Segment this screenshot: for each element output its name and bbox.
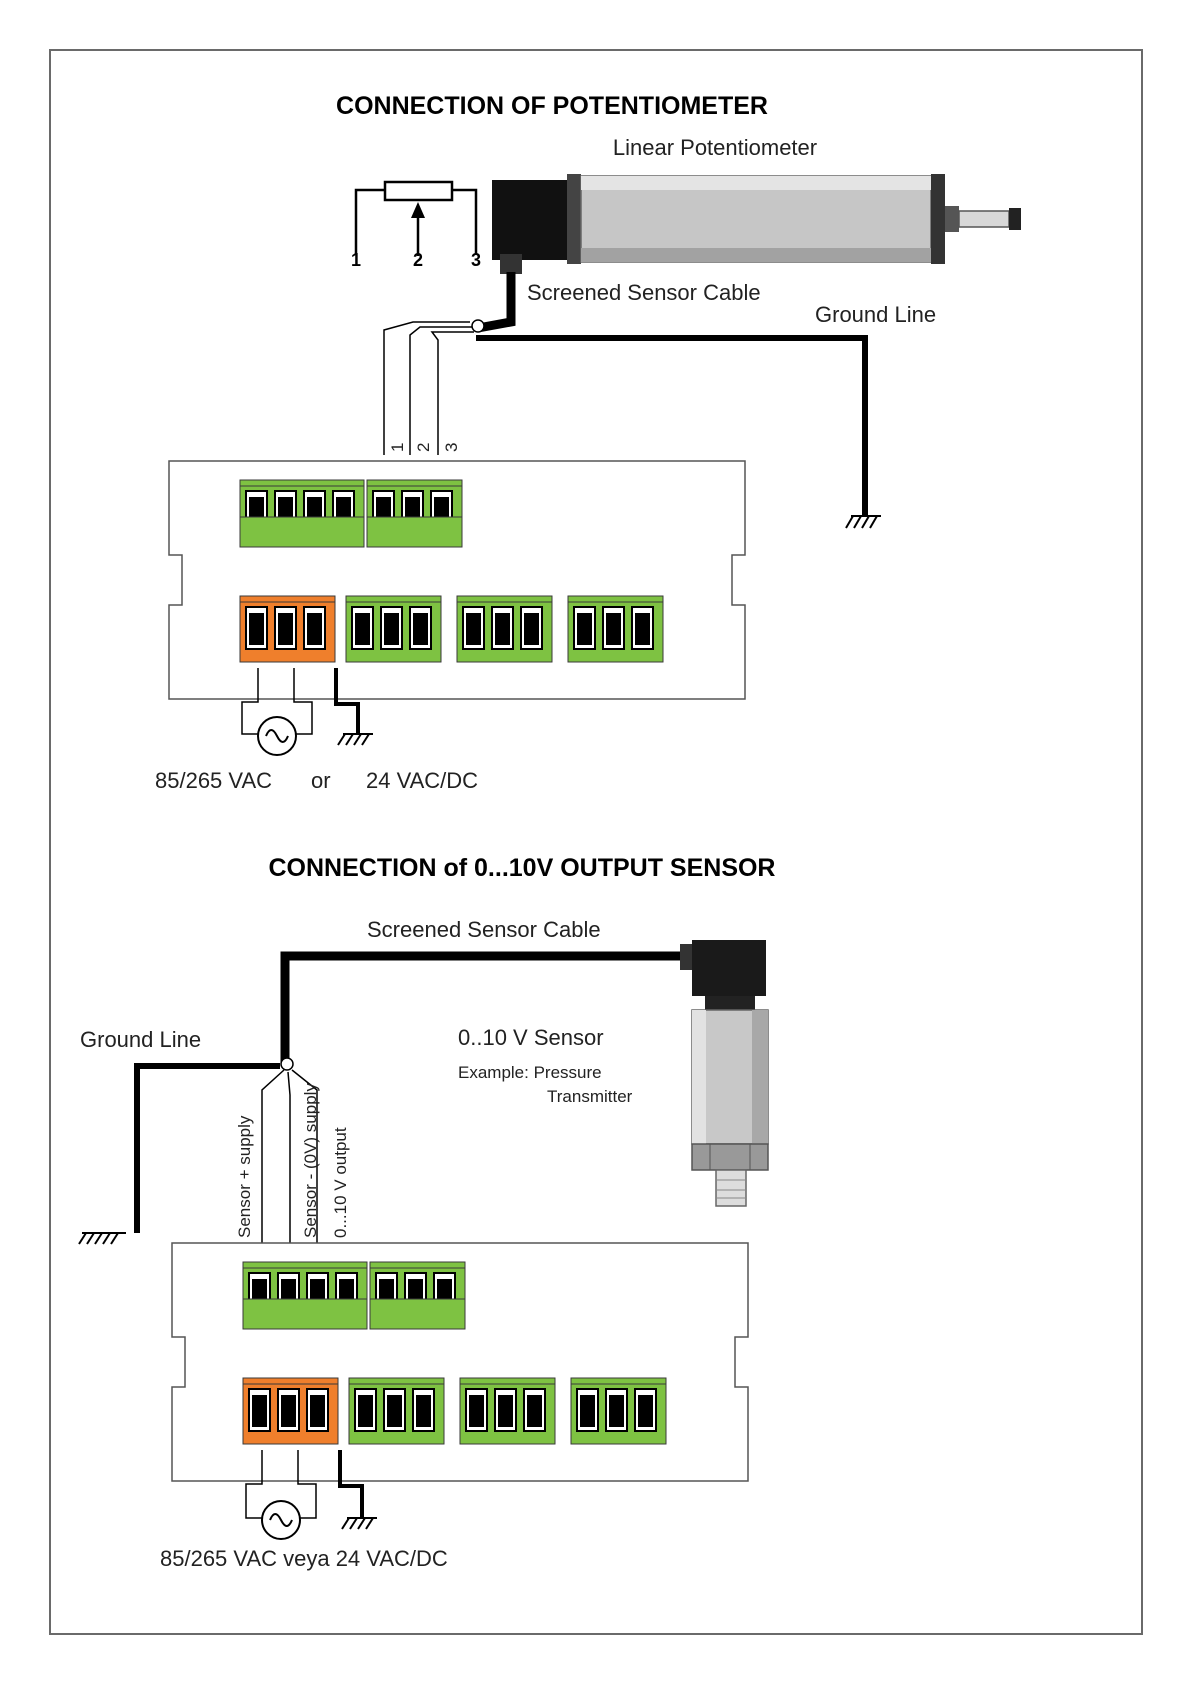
terminal-screw	[465, 1388, 488, 1432]
terminal-screw	[383, 1388, 406, 1432]
terminal-block-output-6	[570, 1377, 667, 1445]
supply-label-1b: 24 VAC/DC	[366, 768, 478, 793]
wire-label-sensor-minus: Sensor - (0V) supply	[301, 1083, 320, 1238]
ground-symbol-1	[845, 515, 881, 529]
terminal-block-output-3	[567, 595, 664, 663]
controller-unit-1	[168, 460, 746, 700]
controller-unit-2	[171, 1242, 749, 1482]
sensor-section: CONNECTION of 0...10V OUTPUT SENSOR Scre…	[78, 854, 776, 1571]
terminal-screw	[409, 606, 432, 650]
terminal-screw	[248, 1272, 271, 1304]
linear-potentiometer	[492, 174, 1021, 274]
terminal-block-power-2	[242, 1377, 339, 1445]
pin-label-1: 1	[351, 250, 361, 270]
wire-label-1: 1	[388, 443, 407, 452]
terminal-screw	[602, 606, 625, 650]
power-supply-2	[245, 1450, 377, 1540]
potentiometer-title: CONNECTION OF POTENTIOMETER	[336, 92, 768, 120]
terminal-screw	[404, 1272, 427, 1304]
potentiometer-section: CONNECTION OF POTENTIOMETER Linear Poten…	[155, 92, 1021, 793]
terminal-screw	[351, 606, 374, 650]
power-supply-1	[241, 668, 373, 756]
terminal-block-output-2	[456, 595, 553, 663]
terminal-screw	[634, 1388, 657, 1432]
terminal-screw	[274, 606, 297, 650]
ground-line-label-1: Ground Line	[815, 302, 936, 327]
terminal-screw	[372, 490, 395, 522]
pin-label-3: 3	[471, 250, 481, 270]
terminal-screw	[303, 490, 326, 522]
wire-label-3: 3	[442, 443, 461, 452]
screened-cable-1	[383, 272, 868, 515]
terminal-block-output-5	[459, 1377, 556, 1445]
sensor-title: CONNECTION of 0...10V OUTPUT SENSOR	[268, 854, 775, 882]
example-label-2: Transmitter	[547, 1087, 633, 1106]
screened-cable-2	[134, 951, 683, 1268]
terminal-screw	[573, 606, 596, 650]
terminal-screw	[303, 606, 326, 650]
terminal-block-power	[239, 595, 336, 663]
wire-label-sensor-plus: Sensor + supply	[235, 1115, 254, 1238]
potentiometer-symbol	[354, 180, 478, 256]
linear-potentiometer-label: Linear Potentiometer	[613, 135, 817, 160]
terminal-screw	[631, 606, 654, 650]
terminal-screw	[412, 1388, 435, 1432]
terminal-screw	[491, 606, 514, 650]
terminal-screw	[576, 1388, 599, 1432]
page-frame	[49, 49, 1143, 1635]
terminal-screw	[306, 1388, 329, 1432]
sensor-label: 0..10 V Sensor	[458, 1025, 604, 1050]
pressure-transmitter	[680, 940, 769, 1207]
terminal-screw	[354, 1388, 377, 1432]
screened-cable-label-2: Screened Sensor Cable	[367, 917, 601, 942]
terminal-screw	[520, 606, 543, 650]
screened-cable-label-1: Screened Sensor Cable	[527, 280, 761, 305]
terminal-screw	[274, 490, 297, 522]
example-label-1: Example: Pressure	[458, 1063, 602, 1082]
terminal-screw	[523, 1388, 546, 1432]
supply-label-2: 85/265 VAC veya 24 VAC/DC	[160, 1546, 448, 1571]
terminal-block-output-4	[348, 1377, 445, 1445]
terminal-screw	[380, 606, 403, 650]
wire-label-output: 0...10 V output	[331, 1127, 350, 1238]
terminal-screw	[248, 1388, 271, 1432]
terminal-screw	[494, 1388, 517, 1432]
terminal-screw	[245, 606, 268, 650]
wire-label-2: 2	[414, 443, 433, 452]
terminal-screw	[462, 606, 485, 650]
terminal-screw	[245, 490, 268, 522]
terminal-screw	[401, 490, 424, 522]
terminal-screw	[277, 1388, 300, 1432]
ground-symbol-2	[78, 1232, 126, 1245]
terminal-block-sensor	[366, 479, 463, 535]
terminal-screw	[605, 1388, 628, 1432]
ground-line-label-2: Ground Line	[80, 1027, 201, 1052]
terminal-screw	[306, 1272, 329, 1304]
pot-connector-head	[492, 180, 567, 260]
pin-label-2: 2	[413, 250, 423, 270]
supply-or-label: or	[311, 768, 331, 793]
supply-label-1a: 85/265 VAC	[155, 768, 272, 793]
terminal-block-output-1	[345, 595, 442, 663]
terminal-screw	[430, 490, 453, 522]
